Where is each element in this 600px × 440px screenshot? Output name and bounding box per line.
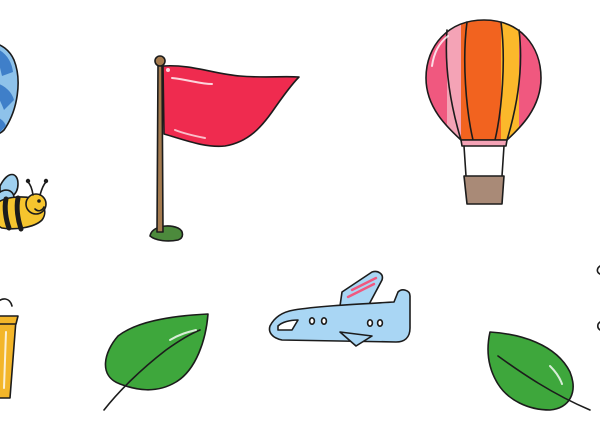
red-flag-icon xyxy=(149,55,300,242)
leaf-right-icon xyxy=(487,331,591,411)
edge-mark-icon xyxy=(596,265,600,331)
airplane-icon xyxy=(268,270,411,347)
bee-icon xyxy=(0,173,49,232)
hot-air-balloon-icon xyxy=(425,19,542,205)
bucket-partial-icon xyxy=(0,298,19,399)
striped-balloon-partial-icon xyxy=(0,44,19,134)
leaf-left-icon xyxy=(103,313,209,411)
